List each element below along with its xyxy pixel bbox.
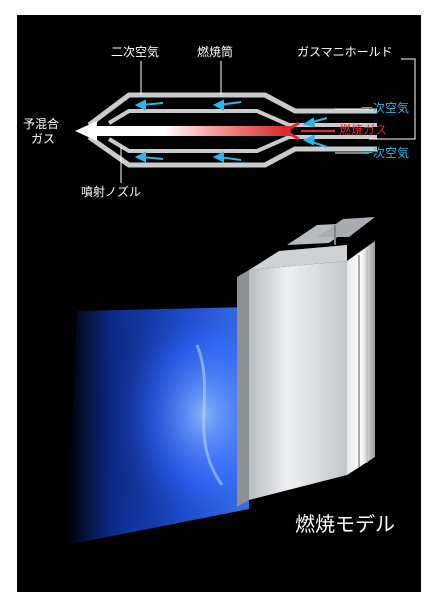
combustion-model-caption: 燃焼モデル — [295, 512, 395, 536]
fuel-gas-chevron — [281, 121, 300, 141]
premixed-gas-arrowhead — [75, 121, 97, 141]
burner-top-fin-2 — [317, 217, 375, 237]
premixed-gas-label-line2: ガス — [31, 132, 56, 146]
primary-air-top-label: 一次空気 — [361, 101, 410, 115]
nozzle-wall-lower — [107, 135, 377, 153]
burner-front-face — [249, 261, 347, 500]
burner-top-face — [249, 245, 347, 270]
premixed-gas-flow — [95, 126, 291, 136]
flame-glow — [67, 307, 249, 545]
nozzle-wall-upper — [107, 109, 377, 127]
burner-left-edge — [237, 270, 249, 507]
primary-air-bottom-label: 一次空気 — [361, 146, 410, 160]
fuel-gas-label: 燃焼ガス — [339, 123, 388, 137]
combustion-tube-label: 燃焼筒 — [197, 45, 234, 59]
premixed-gas-label-line1: 予混合 — [23, 117, 60, 131]
leader-lines — [120, 58, 416, 183]
combustion-tube-lower — [87, 134, 377, 168]
gas-manifold-label: ガスマニホールド — [297, 45, 393, 59]
burner-side-face — [347, 241, 375, 475]
injection-nozzle-label: 噴射ノズル — [81, 185, 142, 199]
secondary-air-label: 二次空気 — [111, 45, 160, 59]
combustion-tube-upper — [87, 92, 377, 127]
flame-streak — [195, 344, 224, 486]
combustion-schematic — [67, 58, 416, 545]
air-flow-arrows — [134, 99, 328, 163]
black-panel: 二次空気 燃焼筒 ガスマニホールド 予混合 ガス 一次空気 燃焼ガス 一次空気 … — [17, 15, 421, 592]
